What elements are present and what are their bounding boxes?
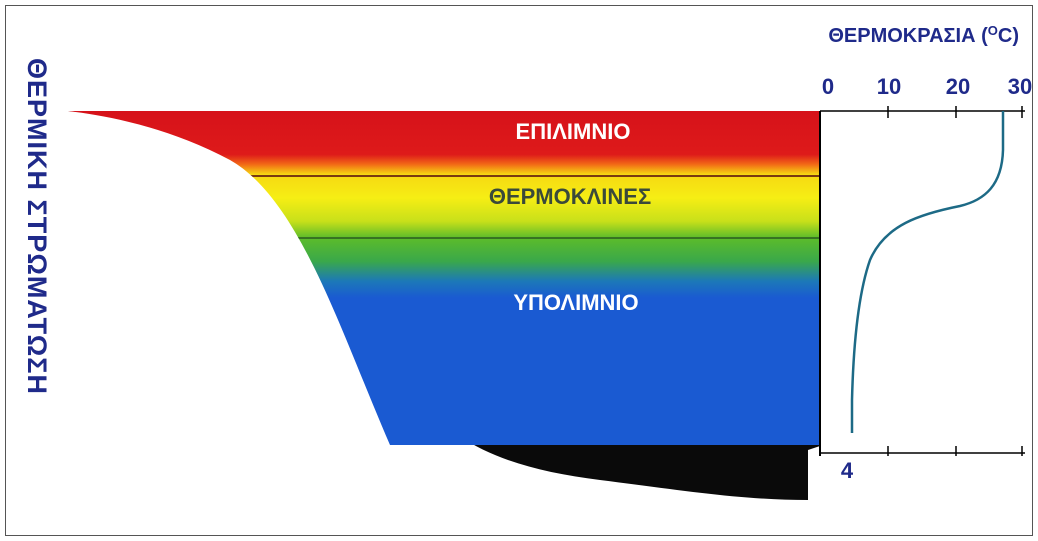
tick-label-30: 30 <box>1008 74 1032 99</box>
temperature-axis-title-main: ΘΕΡΜΟΚΡΑΣΙΑ ( <box>828 25 988 47</box>
temperature-axis-title-degree: O <box>988 23 998 38</box>
thermocline-label: ΘΕΡΜΟΚΛΙΝΕΣ <box>489 184 651 209</box>
temperature-axes <box>819 106 1025 456</box>
bottom-axis-ticks <box>887 446 1023 456</box>
top-axis-ticks <box>887 106 1023 118</box>
tick-label-10: 10 <box>877 74 901 99</box>
water-body <box>68 111 820 445</box>
temperature-axis-title-unit: C) <box>998 25 1019 47</box>
figure-frame <box>5 5 1033 536</box>
side-title: ΘΕΡΜΙΚΗ ΣΤΡΩΜΑΤΩΣΗ <box>22 58 52 395</box>
temperature-axis-title: ΘΕΡΜΟΚΡΑΣΙΑ (OC) <box>828 23 1019 47</box>
temperature-profile-curve <box>850 111 1005 433</box>
tick-label-20: 20 <box>946 74 970 99</box>
hypolimnion-label: ΥΠΟΛΙΜΝΙΟ <box>513 290 638 315</box>
tick-label-0: 0 <box>822 74 834 99</box>
bottom-temperature-value: 4 <box>841 458 854 483</box>
epilimnion-label: ΕΠΙΛΙΜΝΙΟ <box>516 119 631 144</box>
